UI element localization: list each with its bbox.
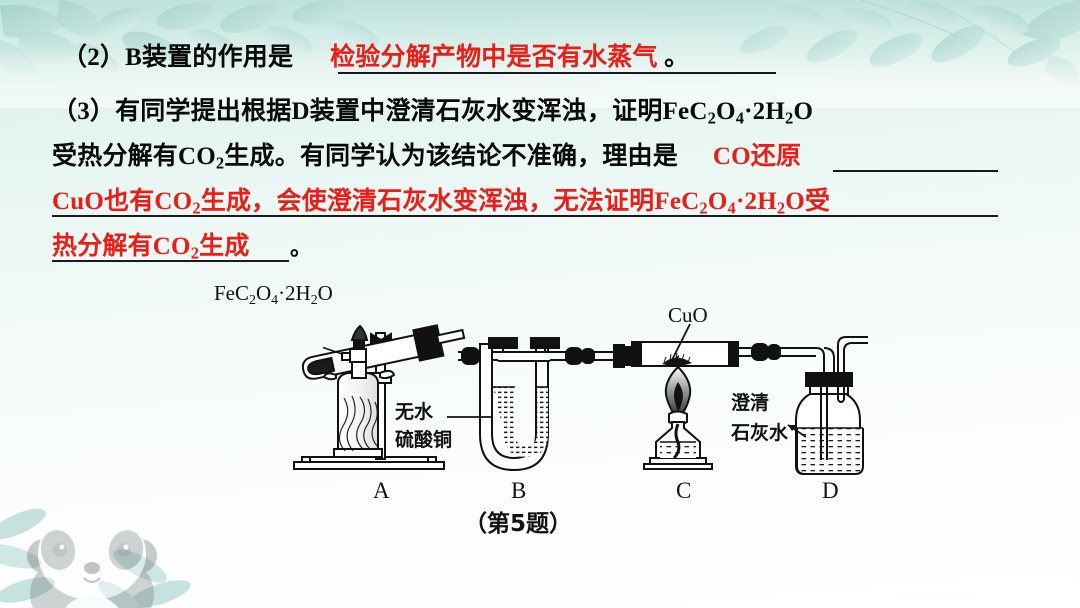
- q3-a3-a: 热分解有CO: [52, 233, 191, 260]
- reagent-sub-1: 2: [249, 291, 256, 307]
- question-3-line-1: （3）有同学提出根据D装置中澄清石灰水变浑浊，证明FeC2O4·2H2O: [52, 91, 813, 129]
- apparatus-a-stopper: [412, 324, 466, 362]
- q3-a2-d: ·2H: [735, 188, 777, 215]
- question-3-answer-line-3: 热分解有CO2生成: [52, 226, 250, 264]
- answer-underline-q3-b: [52, 215, 998, 217]
- q3-a2-c: O: [707, 188, 728, 215]
- q3-l1-text: （3）有同学提出根据D装置中澄清石灰水变浑浊，证明FeC: [52, 98, 708, 125]
- reagent-part-3: ·2H: [278, 281, 311, 305]
- q3-a2-sub2: 2: [699, 198, 708, 218]
- question-3-line-2: 受热分解有CO2生成。有同学认为该结论不准确，理由是 CO还原: [52, 136, 801, 174]
- answer-underline-q2: [338, 72, 776, 74]
- q3-l2-b: 生成。有同学认为该结论不准确，理由是: [224, 143, 678, 170]
- q3-l1-sub-a: 2: [707, 108, 717, 128]
- apparatus-c-flame: [664, 365, 692, 420]
- q3-a2-e: O受: [785, 188, 831, 215]
- apparatus-d-wash-bottle: [795, 372, 864, 475]
- question-3-period: 。: [290, 235, 313, 260]
- apparatus-c-glass-tube: [631, 341, 739, 367]
- answer-underline-q3-a: [833, 170, 998, 172]
- reagent-part-2: O: [255, 281, 272, 305]
- q3-a2-a: CuO也有CO: [52, 188, 193, 215]
- q3-a2-sub4: 2: [776, 198, 786, 218]
- question-2-answer: 检验分解产物中是否有水蒸气: [330, 44, 658, 71]
- apparatus-d-outlet: [837, 336, 868, 373]
- question-2-suffix: 。: [664, 44, 690, 71]
- apparatus-letter-d: D: [822, 478, 839, 503]
- question-3-answer-line-2: CuO也有CO2生成，会使澄清石灰水变浑浊，无法证明FeC2O4·2H2O受: [52, 181, 830, 219]
- apparatus-c-alcohol-lamp: [643, 410, 713, 470]
- apparatus-letter-b: B: [511, 478, 527, 503]
- label-anhydrous-line-1: 无水: [395, 401, 434, 423]
- q3-l2-a: 受热分解有CO: [52, 143, 216, 170]
- label-limewater-line-1: 澄清: [731, 392, 770, 414]
- q3-a2-sub: 2: [192, 198, 201, 218]
- q3-a2-sub3: 4: [727, 198, 736, 218]
- label-cuo: CuO: [668, 303, 708, 327]
- reagent-sub-3: 2: [310, 291, 318, 307]
- q3-l1-sub-b: 4: [735, 108, 745, 128]
- apparatus-letter-c: C: [676, 478, 692, 503]
- reagent-sub-2: 4: [271, 291, 279, 307]
- answer-underline-q3-c: [52, 260, 289, 262]
- reagent-part-1: FeC: [214, 281, 250, 305]
- tubing-c-to-d: [738, 343, 835, 372]
- q3-a2-b: 生成，会使澄清石灰水变浑浊，无法证明FeC: [200, 188, 700, 215]
- q3-answer-segment-1: CO还原: [712, 143, 802, 170]
- q3-a3-b: 生成: [199, 233, 250, 260]
- q3-l1-mid-a: O: [716, 98, 736, 125]
- apparatus-a-flame: [350, 324, 369, 341]
- question-2-line: （2）B装置的作用是 检验分解产物中是否有水蒸气 。: [62, 37, 689, 73]
- label-reagent-fec2o4: FeC2O4·2H2O: [214, 281, 333, 308]
- q3-l2-sub: 2: [215, 153, 225, 173]
- diagram-caption: （第5题）: [464, 511, 573, 537]
- leader-line-cuo: [671, 323, 691, 361]
- apparatus-letter-a: A: [373, 478, 390, 503]
- question-2-prefix: （2）B装置的作用是: [62, 44, 294, 71]
- apparatus-b-utube: [479, 337, 560, 472]
- q3-a3-sub: 2: [190, 243, 200, 263]
- reagent-part-4: O: [317, 281, 333, 305]
- label-anhydrous-line-2: 硫酸铜: [395, 429, 453, 451]
- q3-l1-sub-c: 2: [785, 108, 794, 128]
- label-limewater-line-2: 石灰水: [731, 422, 789, 444]
- q3-l1-mid-b: ·2H: [744, 98, 786, 125]
- q3-l1-end: O: [793, 98, 814, 125]
